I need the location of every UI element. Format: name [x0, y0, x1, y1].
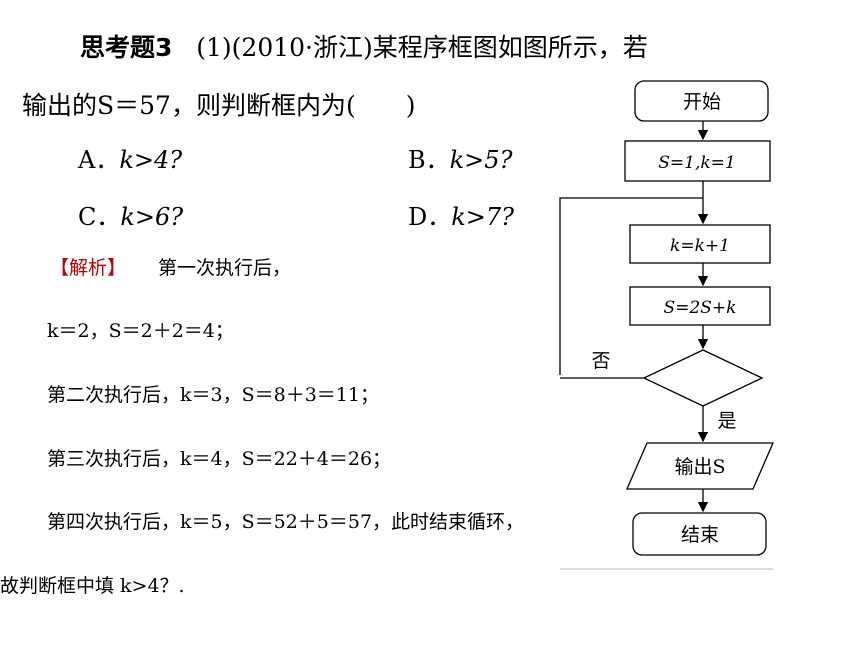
flow-start-box [634, 80, 769, 122]
flow-end-label: 结束 [681, 524, 719, 546]
solution-line-4: 第三次执行后，k＝4，S＝22＋4＝26； [47, 448, 392, 470]
solution-tag: 【解析】 [50, 257, 127, 279]
flow-start-label: 开始 [683, 91, 721, 113]
option-b: B．k>5? [408, 146, 513, 174]
solution-line-3: 第二次执行后，k＝3，S＝8＋3＝11； [47, 384, 379, 406]
flow-output-label: 输出S [674, 456, 725, 478]
flow-step2-label: S=2S+k [664, 298, 737, 318]
question-stem-line1: (1)(2010·浙江)某程序框图如图所示，若 [196, 33, 648, 62]
solution-line-5: 第四次执行后，k＝5，S＝52＋5＝57，此时结束循环， [47, 511, 525, 533]
flow-output-box [626, 442, 774, 490]
flow-end-box [632, 512, 767, 556]
flow-step1-box [629, 224, 771, 264]
option-d: D．k>7? [408, 203, 515, 231]
option-a: A．k>4? [78, 146, 183, 174]
flow-loop-back [559, 197, 703, 375]
flow-step2-box [629, 286, 771, 326]
solution-line-1: 第一次执行后， [158, 257, 292, 279]
question-title: 思考题3 (1)(2010·浙江)某程序框图如图所示，若 [80, 28, 648, 64]
option-c: C．k>6? [78, 203, 184, 231]
flow-decision-diamond [642, 349, 764, 407]
question-label: 思考题3 [80, 33, 173, 62]
solution-line-6: 故判断框中填 k>4？. [0, 575, 185, 597]
question-stem-line2: 输出的S＝57，则判断框内为( ) [22, 91, 416, 120]
flowchart: 开始 S=1,k=1 k=k+1 S=2S+k 否 是 输出S 结束 [559, 80, 774, 570]
flow-no-label: 否 [591, 350, 610, 372]
flow-init-label: S=1,k=1 [658, 153, 735, 173]
solution-line-2: k＝2，S＝2＋2＝4； [47, 320, 234, 342]
flow-init-box [624, 140, 771, 182]
flow-step1-label: k=k+1 [670, 236, 730, 256]
flow-yes-label: 是 [717, 410, 736, 432]
